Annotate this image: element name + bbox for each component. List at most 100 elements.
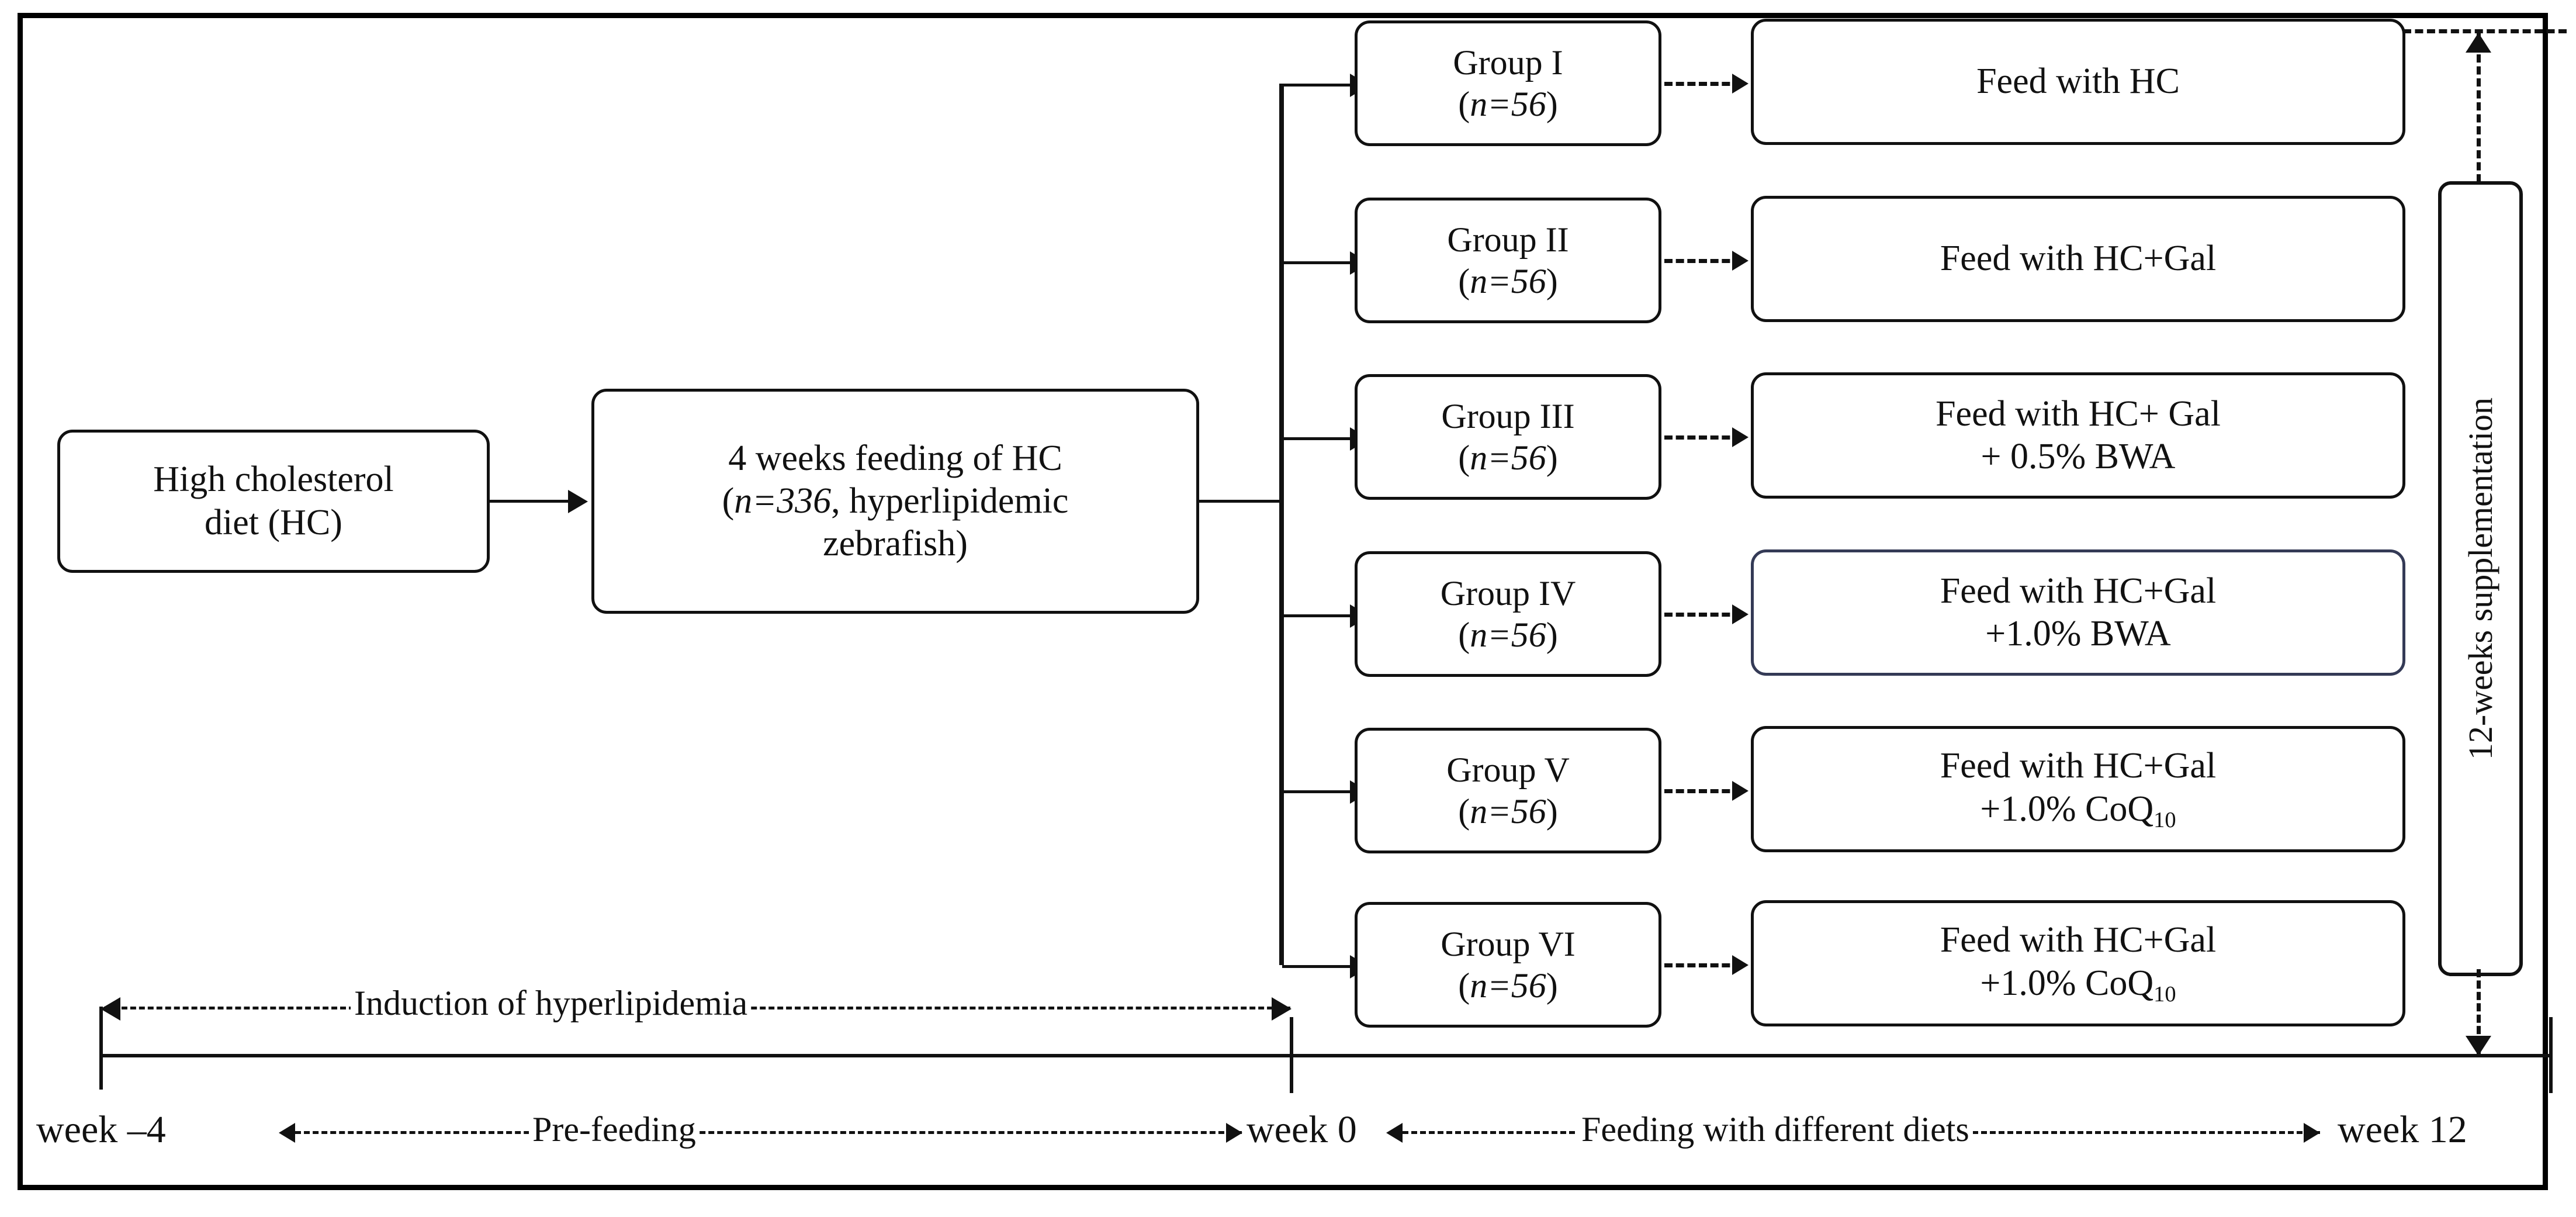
group-1-paren-close: ) xyxy=(1546,84,1558,123)
stage2-paren-open: ( xyxy=(722,480,735,521)
timeline-label-week-end: week 12 xyxy=(2338,1108,2467,1151)
treatment-5-line2-text: +1.0% CoQ xyxy=(1980,789,2154,829)
supplementation-arrowhead-up xyxy=(2466,33,2491,53)
treatment-5-line2: +1.0% CoQ10 xyxy=(1762,788,2394,834)
group-5-n-value: n=56 xyxy=(1470,791,1546,831)
arrowhead-treatment-2 xyxy=(1732,251,1749,271)
group-5-paren-open: ( xyxy=(1458,791,1470,831)
arrowhead-treatment-3 xyxy=(1732,427,1749,447)
dashed-connector-4 xyxy=(1664,613,1741,617)
stage2-line2-rest: , hyperlipidemic xyxy=(831,480,1069,521)
group-5-paren-close: ) xyxy=(1546,791,1558,831)
group-6-name: Group VI xyxy=(1441,924,1576,963)
supplementation-top-rail xyxy=(2403,29,2567,33)
group-4-n-value: n=56 xyxy=(1470,615,1546,654)
arrowhead-treatment-5 xyxy=(1732,781,1749,801)
node-treatment-1: Feed with HC xyxy=(1751,19,2405,145)
arrowhead-treatment-4 xyxy=(1732,604,1749,624)
treatment-6-line1: Feed with HC+Gal xyxy=(1940,920,2217,960)
node-treatment-2: Feed with HC+Gal xyxy=(1751,196,2405,322)
group-5-n: (n=56) xyxy=(1366,791,1650,832)
node-treatment-5: Feed with HC+Gal +1.0% CoQ10 xyxy=(1751,726,2405,852)
arrowhead-treatment-1 xyxy=(1732,74,1749,94)
group-3-n-value: n=56 xyxy=(1470,438,1546,477)
supplementation-arrow-up-line xyxy=(2477,30,2481,182)
node-treatment-4: Feed with HC+Gal +1.0% BWA xyxy=(1751,549,2405,676)
stage2-line1: 4 weeks feeding of HC xyxy=(728,438,1062,478)
node-treatment-3: Feed with HC+ Gal + 0.5% BWA xyxy=(1751,372,2405,499)
stage2-line3: zebrafish) xyxy=(823,524,968,564)
timeline-label-week-start: week –4 xyxy=(36,1108,166,1151)
connector-stage1-stage2 xyxy=(490,500,575,503)
hc-diet-line2: diet (HC) xyxy=(205,502,342,542)
timeline-tick-week-0 xyxy=(1290,1017,1293,1093)
treatment-6-line2: +1.0% CoQ10 xyxy=(1762,962,2394,1008)
feeding-arrowhead-right xyxy=(2304,1123,2320,1143)
group-1-n: (n=56) xyxy=(1366,84,1650,125)
treatment-4-line2: +1.0% BWA xyxy=(1985,614,2171,654)
treatment-1-line1: Feed with HC xyxy=(1976,61,2180,102)
group-2-name: Group II xyxy=(1447,220,1569,259)
group-4-paren-close: ) xyxy=(1546,615,1558,654)
node-group-4: Group IV (n=56) xyxy=(1355,551,1661,677)
timeline-axis xyxy=(99,1054,2553,1057)
prefeeding-label: Pre-feeding xyxy=(529,1109,700,1150)
group-3-n: (n=56) xyxy=(1366,437,1650,479)
prefeeding-dashed-line xyxy=(295,1131,1242,1134)
dashed-connector-3 xyxy=(1664,435,1741,440)
group-1-paren-open: ( xyxy=(1458,84,1470,123)
group-1-n-value: n=56 xyxy=(1470,84,1546,123)
treatment-3-line2: + 0.5% BWA xyxy=(1981,437,2176,476)
arrowhead-treatment-6 xyxy=(1732,955,1749,975)
node-high-cholesterol-diet: High cholesterol diet (HC) xyxy=(57,430,490,573)
group-5-name: Group V xyxy=(1446,750,1570,789)
node-group-1: Group I (n=56) xyxy=(1355,20,1661,146)
branch-arm-3 xyxy=(1282,437,1376,440)
node-group-3: Group III (n=56) xyxy=(1355,374,1661,500)
induction-arrowhead-right xyxy=(1272,997,1292,1021)
arrowhead-stage1-stage2 xyxy=(568,490,588,513)
timeline-tick-week-12 xyxy=(2549,1017,2553,1093)
prefeeding-arrowhead-left xyxy=(279,1123,295,1143)
hc-diet-line1: High cholesterol xyxy=(153,459,394,500)
connector-stage2-trunk xyxy=(1199,500,1282,503)
node-treatment-6: Feed with HC+Gal +1.0% CoQ10 xyxy=(1751,900,2405,1026)
branch-arm-6 xyxy=(1282,965,1376,968)
supplementation-label: 12-weeks supplementation xyxy=(2461,397,2499,760)
group-3-name: Group III xyxy=(1441,396,1575,435)
group-4-n: (n=56) xyxy=(1366,614,1650,656)
dashed-connector-2 xyxy=(1664,259,1741,263)
node-group-2: Group II (n=56) xyxy=(1355,198,1661,323)
branch-arm-5 xyxy=(1282,790,1376,793)
induction-label: Induction of hyperlipidemia xyxy=(351,983,752,1024)
treatment-5-line1: Feed with HC+Gal xyxy=(1940,746,2217,786)
supplementation-arrow-down-line xyxy=(2477,969,2481,1057)
group-6-n: (n=56) xyxy=(1366,965,1650,1007)
group-2-n-value: n=56 xyxy=(1470,261,1546,300)
group-1-name: Group I xyxy=(1453,43,1563,82)
induction-arrowhead-left xyxy=(101,997,120,1021)
treatment-6-line2-text: +1.0% CoQ xyxy=(1980,963,2154,1003)
outer-frame xyxy=(18,13,2548,1190)
group-3-paren-close: ) xyxy=(1546,438,1558,477)
supplementation-arrowhead-down xyxy=(2466,1036,2491,1056)
feeding-label: Feeding with different diets xyxy=(1578,1109,1973,1150)
treatment-2-line1: Feed with HC+Gal xyxy=(1940,238,2217,279)
group-2-paren-open: ( xyxy=(1458,261,1470,300)
branch-arm-4 xyxy=(1282,614,1376,617)
timeline-label-week-zero: week 0 xyxy=(1247,1108,1357,1151)
node-12-weeks-supplementation: 12-weeks supplementation xyxy=(2438,181,2523,976)
branch-arm-2 xyxy=(1282,261,1376,264)
group-6-paren-close: ) xyxy=(1546,966,1558,1005)
treatment-6-subscript: 10 xyxy=(2153,981,2176,1007)
branch-trunk xyxy=(1279,84,1284,965)
dashed-connector-5 xyxy=(1664,789,1741,793)
group-6-paren-open: ( xyxy=(1458,966,1470,1005)
stage2-n-value: n=336 xyxy=(734,480,832,521)
timeline-tick-week-minus4 xyxy=(99,1007,103,1090)
prefeeding-arrowhead-right xyxy=(1226,1123,1242,1143)
treatment-3-line1: Feed with HC+ Gal xyxy=(1936,393,2221,434)
group-4-name: Group IV xyxy=(1440,573,1576,613)
node-group-5: Group V (n=56) xyxy=(1355,728,1661,853)
